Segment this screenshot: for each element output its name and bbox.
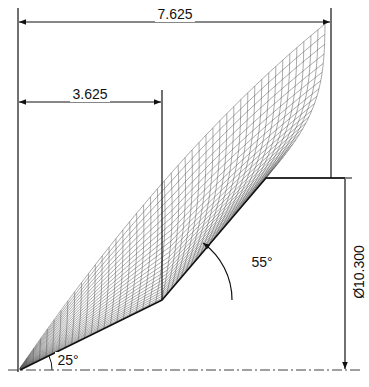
mesh-line (261, 30, 318, 184)
mesh-line (20, 89, 319, 369)
mesh-line (20, 104, 315, 369)
mesh-line (20, 157, 283, 370)
mesh-line (20, 72, 322, 368)
mesh-line (20, 173, 270, 370)
mesh-line (110, 239, 116, 326)
mesh-line (117, 230, 123, 322)
mesh-line (20, 140, 296, 370)
body-contour (20, 178, 345, 370)
mesh-line (20, 24, 325, 368)
mesh-line (130, 213, 137, 316)
angle-text: 55° (249, 254, 274, 270)
grid-mesh (20, 24, 325, 370)
dimension-text: 7.625 (155, 6, 194, 22)
mesh-line (123, 222, 130, 319)
diameter-text: Ø10.300 (351, 243, 367, 301)
mesh-line (20, 117, 309, 369)
mesh-line (20, 96, 317, 369)
mesh-line (20, 63, 323, 368)
mesh-line (143, 197, 151, 310)
mesh-line (20, 44, 325, 368)
angle-text: 25° (55, 352, 80, 368)
dimension-text: 3.625 (70, 86, 109, 102)
mesh-line (20, 54, 324, 368)
dimension-lines (8, 8, 362, 372)
mesh-line (20, 34, 325, 368)
mesh-line (149, 189, 158, 307)
mesh-line (20, 134, 299, 369)
mesh-line (136, 205, 144, 313)
mesh-line (20, 81, 321, 369)
mesh-line (156, 181, 165, 303)
mesh-line (20, 123, 306, 369)
mesh-line (20, 161, 280, 370)
mesh-line (104, 247, 109, 328)
